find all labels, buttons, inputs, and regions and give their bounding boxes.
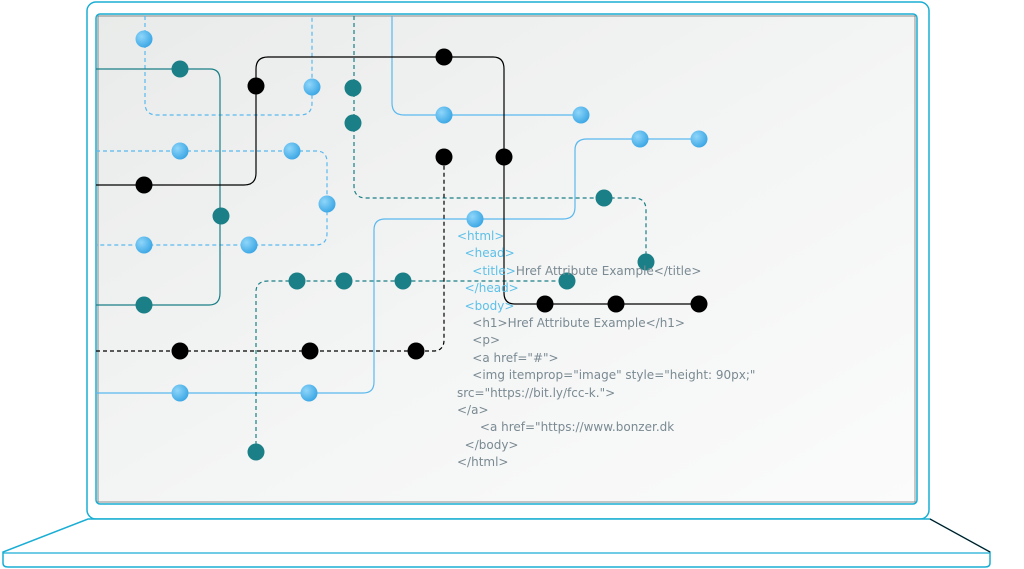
circuit-node (631, 130, 649, 148)
circuit-line (96, 56, 699, 305)
code-text: src="https://bit.ly/fcc-k."> (457, 385, 616, 400)
circuit-node (394, 272, 412, 290)
circuit-node (135, 296, 153, 314)
circuit-node (344, 114, 362, 132)
code-tag: <body> (457, 298, 515, 313)
code-tag: <head> (457, 246, 515, 261)
code-line: <body> (457, 298, 755, 315)
code-line: <title>Href Attribute Example</title> (457, 263, 755, 280)
code-line: </html> (457, 454, 755, 471)
code-tag (457, 351, 472, 365)
circuit-nodes (135, 30, 708, 461)
circuit-node (247, 77, 265, 95)
code-tag: </head> (457, 281, 519, 296)
circuit-node (435, 48, 453, 66)
code-line: </a> (457, 402, 755, 419)
circuit-node (558, 272, 576, 290)
circuit-node (171, 384, 189, 402)
circuit-node (495, 148, 513, 166)
code-tag (457, 438, 465, 452)
circuit-node (318, 195, 336, 213)
circuit-line (96, 68, 221, 306)
code-text: <h1>Href Attribute Example</h1> (472, 315, 685, 330)
code-text: Href Attribute Example</title> (515, 263, 702, 278)
circuit-node (435, 148, 453, 166)
circuit-node (690, 295, 708, 313)
code-text: </body> (464, 437, 519, 452)
code-text: <p> (472, 333, 500, 348)
code-line: </body> (457, 437, 755, 454)
code-tag: <html> (457, 229, 505, 243)
circuit-node (247, 443, 265, 461)
code-text: <a href="https://www.bonzer.dk (479, 420, 675, 435)
code-line: <a href="https://www.bonzer.dk (457, 419, 755, 436)
code-tag (457, 316, 472, 330)
circuit-node (135, 236, 153, 254)
circuit-node (303, 78, 321, 96)
circuit-node (595, 189, 613, 207)
code-line: <head> (457, 245, 755, 262)
circuit-node (335, 272, 353, 290)
circuit-node (572, 106, 590, 124)
code-tag: <title> (457, 263, 516, 278)
circuit-node (212, 207, 230, 225)
circuit-node (135, 30, 153, 48)
circuit-node (283, 142, 301, 160)
screen-inner-border (97, 15, 916, 503)
circuit-node (690, 130, 708, 148)
code-line: src="https://bit.ly/fcc-k."> (457, 385, 755, 402)
code-text: <img itemprop="image" style="height: 90p… (472, 368, 756, 383)
code-tag (457, 333, 472, 347)
circuit-node (407, 342, 425, 360)
circuit-line (96, 157, 445, 352)
code-line: <a href="#"> (457, 350, 755, 367)
laptop-screen (95, 13, 918, 505)
laptop-base-shadow (929, 518, 991, 553)
circuit-node (171, 60, 189, 78)
code-line: <h1>Href Attribute Example</h1> (457, 315, 755, 332)
html-code-snippet: <html> <head> <title>Href Attribute Exam… (457, 228, 755, 471)
circuit-node (637, 253, 655, 271)
circuit-node (240, 236, 258, 254)
circuit-node (536, 295, 554, 313)
circuit-node (171, 142, 189, 160)
code-line: <html> (457, 228, 755, 245)
circuit-node (135, 176, 153, 194)
code-line: </head> (457, 280, 755, 297)
code-line: <img itemprop="image" style="height: 90p… (457, 367, 755, 384)
code-tag (457, 368, 472, 382)
circuit-line (353, 16, 647, 262)
circuit-node (171, 342, 189, 360)
code-line: <p> (457, 332, 755, 349)
circuit-node (288, 272, 306, 290)
circuit-node (607, 295, 625, 313)
circuit-line (144, 16, 313, 116)
circuit-node (435, 106, 453, 124)
circuit-node (344, 79, 362, 97)
circuit-node (300, 384, 318, 402)
circuit-line (391, 16, 582, 116)
code-text: </html> (457, 455, 509, 470)
code-text: <a href="#"> (472, 350, 559, 365)
circuit-node (466, 210, 484, 228)
circuit-node (301, 342, 319, 360)
laptop-base (2, 518, 991, 568)
circuit-line (255, 280, 568, 452)
code-tag (457, 420, 480, 434)
code-text: </a> (457, 402, 489, 417)
